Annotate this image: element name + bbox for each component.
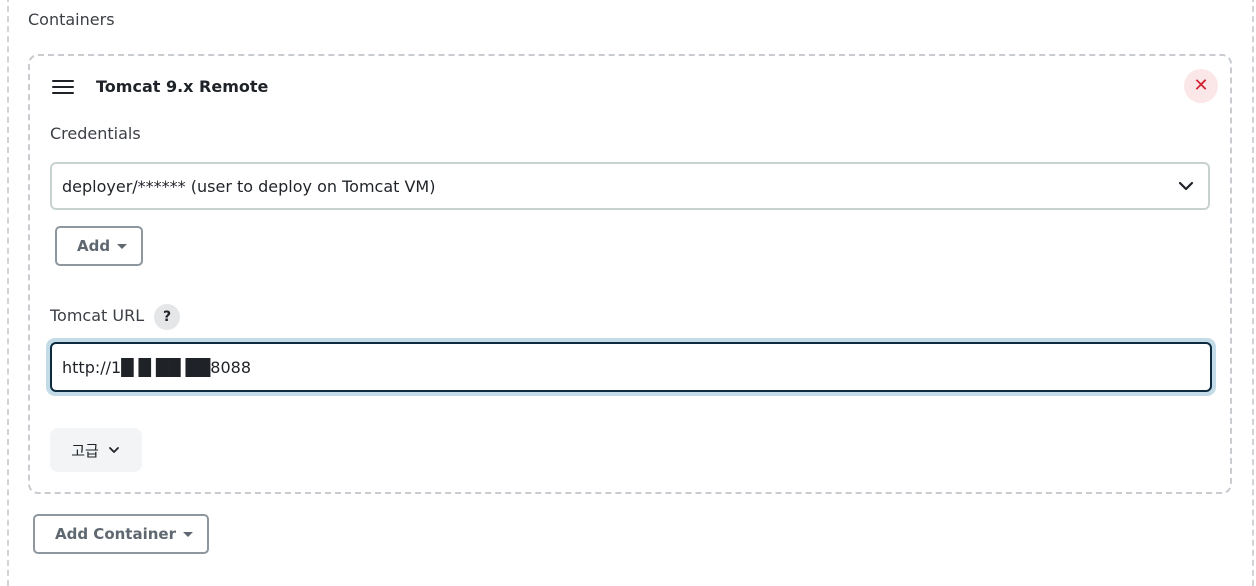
- containers-section-label: Containers: [28, 10, 115, 29]
- help-icon[interactable]: ?: [154, 304, 180, 330]
- caret-down-icon: [117, 243, 128, 249]
- tomcat-url-focus-ring: [46, 338, 1216, 396]
- advanced-button-label: 고급: [71, 441, 99, 460]
- chevron-down-icon: [108, 447, 119, 453]
- outer-dashed-frame: [7, 0, 1254, 586]
- tomcat-url-label: Tomcat URL: [50, 306, 145, 325]
- caret-down-icon: [182, 531, 193, 537]
- chevron-down-icon: [1178, 181, 1194, 191]
- add-credentials-button-label: Add: [77, 237, 111, 255]
- add-container-button[interactable]: Add Container: [33, 514, 209, 554]
- advanced-toggle-button[interactable]: 고급: [50, 428, 142, 472]
- container-title: Tomcat 9.x Remote: [96, 77, 269, 96]
- close-icon[interactable]: ✕: [1184, 69, 1218, 103]
- add-credentials-button[interactable]: Add: [55, 226, 144, 266]
- credentials-select[interactable]: deployer/****** (user to deploy on Tomca…: [50, 162, 1210, 210]
- tomcat-url-input[interactable]: [50, 342, 1212, 392]
- container-card: Tomcat 9.x Remote ✕ Credentials deployer…: [28, 54, 1232, 494]
- drag-handle-icon[interactable]: [52, 80, 74, 96]
- credentials-label: Credentials: [50, 124, 141, 143]
- credentials-selected-value: deployer/****** (user to deploy on Tomca…: [62, 177, 436, 196]
- add-container-button-label: Add Container: [55, 525, 176, 543]
